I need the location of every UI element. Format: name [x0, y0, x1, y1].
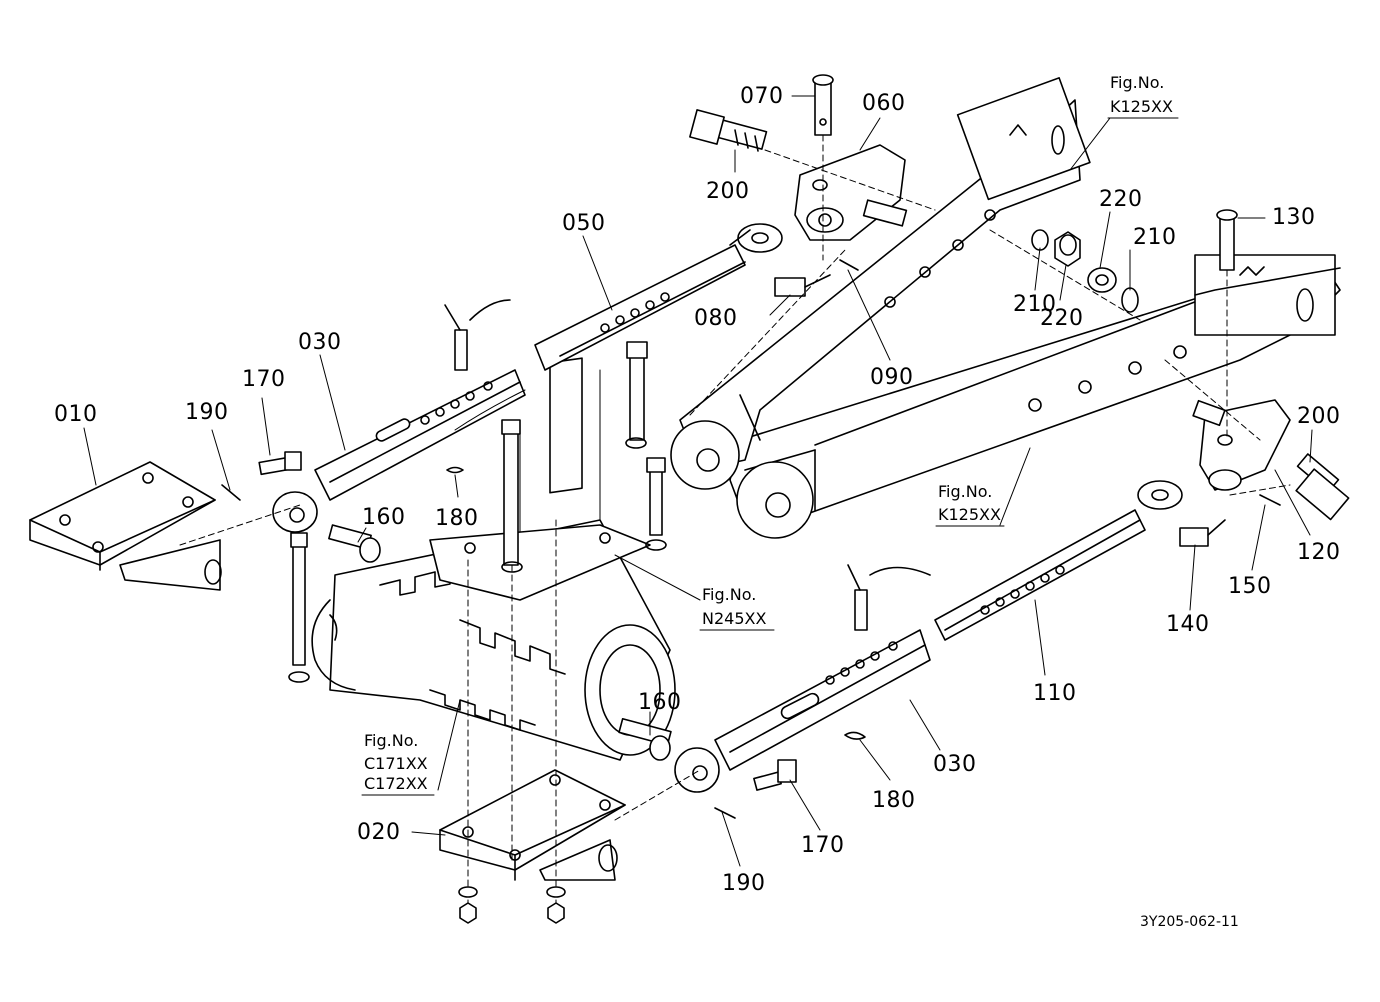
fig-ref-title: Fig.No.: [1110, 73, 1164, 92]
bolt-170-a: [258, 451, 302, 476]
callout-170-left: 170: [242, 367, 286, 392]
callout-210-right: 210: [1133, 225, 1177, 250]
figure-reference-k125-mid: Fig.No. K125XX: [935, 482, 1005, 527]
mounting-bolts: [288, 341, 667, 924]
fig-ref-code: C172XX: [364, 774, 428, 793]
pin-160-b: [618, 717, 672, 761]
leader-lines: [83, 95, 1313, 867]
check-chain-030-right: [674, 564, 931, 793]
callout-140: 140: [1166, 612, 1210, 637]
figure-reference-n245: Fig.No. N245XX: [699, 585, 775, 631]
fig-ref-code: K125XX: [1110, 97, 1173, 116]
callout-150: 150: [1228, 574, 1272, 599]
fig-ref-title: Fig.No.: [938, 482, 992, 501]
bolt-200-top: [689, 109, 936, 211]
turnbuckle-110: [934, 480, 1183, 641]
bracket-120: [1192, 399, 1291, 491]
document-code: 3Y205-062-11: [1140, 914, 1239, 930]
frame-base: [429, 357, 651, 601]
callout-080: 080: [694, 306, 738, 331]
nut-washer-group-top: [989, 229, 1141, 321]
callout-050: 050: [562, 211, 606, 236]
plate-010: [29, 461, 222, 591]
callout-070: 070: [740, 84, 784, 109]
callout-030-left: 030: [298, 330, 342, 355]
callout-180-left: 180: [435, 506, 479, 531]
bolt-170-b: [753, 759, 797, 791]
gearbox-housing: [311, 369, 676, 761]
fig-ref-title: Fig.No.: [364, 731, 418, 750]
callout-180-right: 180: [872, 788, 916, 813]
callout-210-left: 210: [1013, 292, 1057, 317]
clips-pins: [221, 259, 1281, 819]
callout-010: 010: [54, 402, 98, 427]
callout-170-right: 170: [801, 833, 845, 858]
pin-140: [1179, 519, 1226, 547]
fig-ref-code: C171XX: [364, 754, 428, 773]
callout-160-right: 160: [638, 690, 682, 715]
callout-190-right: 190: [722, 871, 766, 896]
callout-020: 020: [357, 820, 401, 845]
callout-220-bottom: 220: [1040, 306, 1084, 331]
callout-130: 130: [1272, 205, 1316, 230]
lower-link-right: [729, 254, 1341, 539]
callout-200-right: 200: [1297, 404, 1341, 429]
construction-lines: [179, 249, 1291, 821]
fig-ref-code: K125XX: [938, 505, 1001, 524]
callout-120: 120: [1297, 540, 1341, 565]
figure-reference-k125-top: Fig.No. K125XX: [1107, 73, 1179, 119]
check-chain-030-left: [272, 299, 526, 533]
callout-090: 090: [870, 365, 914, 390]
callout-030-right: 030: [933, 752, 977, 777]
bolt-200-right: [1295, 453, 1350, 521]
pin-080: [774, 274, 831, 297]
figure-reference-c171-c172: Fig.No. C171XX C172XX: [361, 731, 435, 796]
pin-070: [812, 74, 834, 261]
callout-060: 060: [862, 91, 906, 116]
fig-ref-code: N245XX: [702, 609, 766, 628]
top-link-050: [534, 223, 783, 371]
callout-160-left: 160: [362, 505, 406, 530]
pin-160-a: [328, 524, 381, 563]
fig-ref-title: Fig.No.: [702, 585, 756, 604]
top-link-bracket-060: [794, 144, 908, 241]
plate-020: [439, 769, 626, 881]
lower-link-left: [670, 77, 1091, 490]
callout-200-top: 200: [706, 179, 750, 204]
callout-220-top: 220: [1099, 187, 1143, 212]
callout-labels: 010 020 030 030 050 060 070 080 090 110 …: [54, 84, 1341, 896]
callout-110: 110: [1033, 681, 1077, 706]
callout-190-left: 190: [185, 400, 229, 425]
